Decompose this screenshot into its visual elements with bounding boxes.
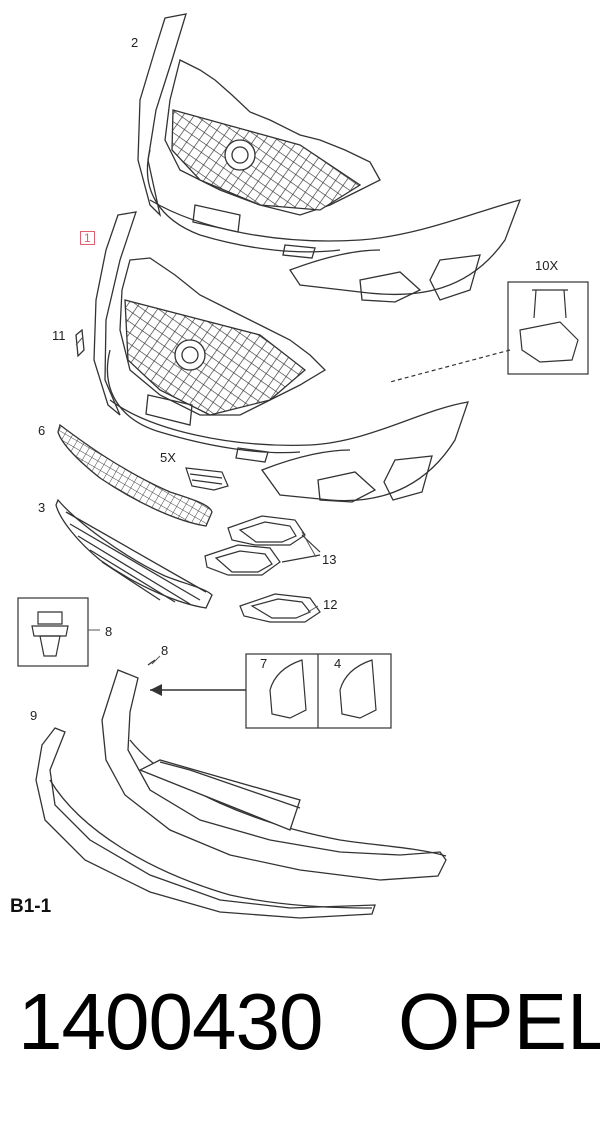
callout-10: 10X	[535, 258, 559, 273]
callout-1: 1	[80, 231, 95, 245]
fog-lamp-cover-12	[239, 593, 321, 623]
callout-3: 3	[38, 500, 46, 515]
callout-6: 6	[38, 423, 46, 438]
upper-bumper-assembly	[137, 13, 522, 303]
clip-detail-box	[17, 597, 89, 667]
brand-name: OPEL	[398, 977, 600, 1066]
side-detail-box	[245, 653, 392, 729]
lower-grille-3	[55, 498, 213, 609]
front-spoiler-lip	[35, 727, 376, 919]
front-bumper-assembly	[75, 211, 469, 503]
detail-arrow	[150, 684, 246, 696]
section-code: B1-1	[10, 896, 52, 917]
callout-7: 7	[260, 656, 268, 671]
leader-lines	[75, 337, 319, 665]
lower-apron	[101, 659, 447, 881]
clip-part-5	[185, 467, 229, 491]
callout-13: 13	[322, 552, 337, 567]
fog-lamp-bezels-13	[204, 515, 321, 576]
bracket-detail-box	[389, 281, 589, 383]
callout-5: 5X	[160, 450, 176, 465]
callout-8-box: 8	[105, 624, 113, 639]
callout-2: 2	[131, 35, 139, 50]
callout-12: 12	[323, 597, 338, 612]
callout-9: 9	[30, 708, 38, 723]
callout-11: 11	[52, 328, 66, 343]
lower-grille-6	[57, 423, 213, 527]
part-number: 1400430	[18, 977, 323, 1066]
callout-8: 8	[161, 643, 169, 658]
callout-4: 4	[334, 656, 342, 671]
